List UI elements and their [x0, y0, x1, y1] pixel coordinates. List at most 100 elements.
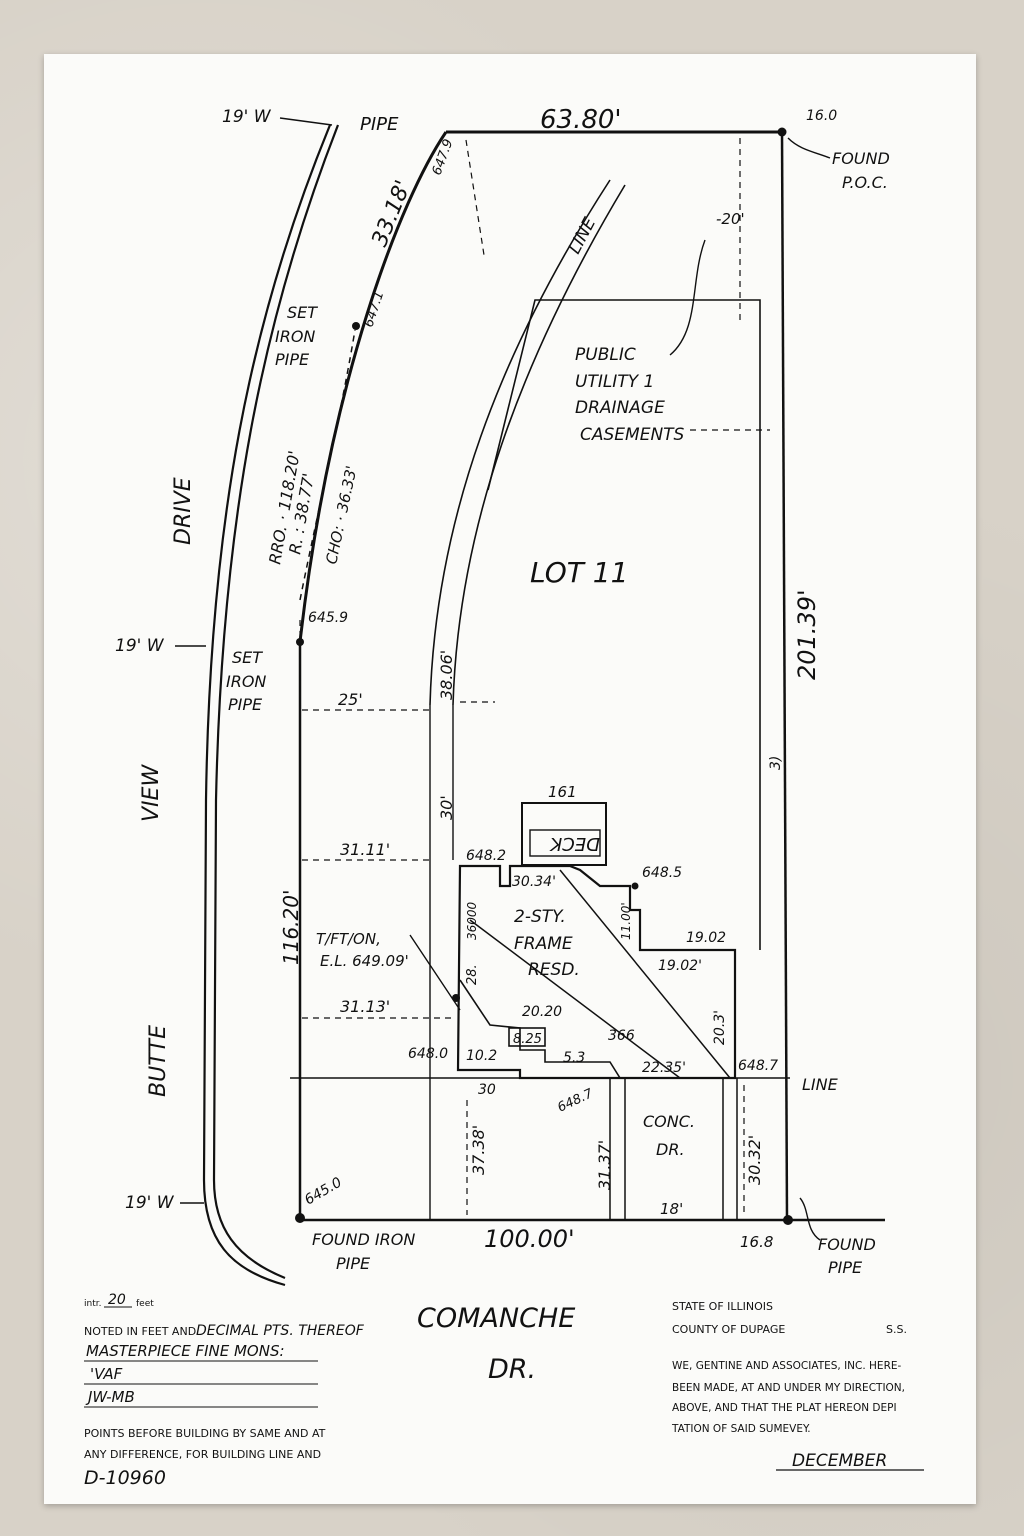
label-dim-3137: 31.37': [595, 1140, 614, 1190]
label-street-1: COMANCHE: [417, 1303, 575, 1334]
label-dim-161: 161: [548, 783, 577, 801]
label-easement-20: -20': [716, 210, 745, 228]
footer-cert-2: BEEN MADE, AT AND UNDER MY DIRECTION,: [672, 1382, 905, 1394]
label-w19-mid: 19' W: [115, 636, 165, 656]
label-elev-6482: 648.2: [466, 848, 506, 864]
point-found-iron: [295, 1213, 305, 1223]
label-dim-28: 28.: [465, 964, 480, 985]
footer-points-1: POINTS BEFORE BUILDING BY SAME AND AT: [84, 1427, 326, 1440]
label-dim-11620: 116.20': [279, 890, 303, 965]
drive-curve-inner: [212, 124, 340, 1280]
point-poc: [777, 127, 787, 137]
label-view: VIEW: [139, 764, 164, 822]
easement-dash-top: [465, 139, 485, 256]
label-dim-53: 5.3: [563, 1050, 585, 1066]
leader-found-poc: [787, 137, 831, 159]
footer-ss: S.S.: [886, 1323, 907, 1336]
label-dim-825: 8.25: [513, 1032, 542, 1047]
label-found-poc-1: FOUND: [832, 149, 890, 168]
label-elev-6487b: 648.7: [555, 1086, 596, 1116]
label-found-pipe-2: PIPE: [828, 1258, 863, 1277]
label-dim-3738: 37.38': [469, 1125, 488, 1175]
label-public-1: PUBLIC: [575, 345, 636, 365]
label-set-1c: PIPE: [275, 350, 310, 369]
setback-curve-inner: [452, 184, 626, 706]
footer-points-2: ANY DIFFERENCE, FOR BUILDING LINE AND: [84, 1448, 321, 1461]
footer-scale-unit: feet: [136, 1299, 154, 1309]
leader-found-pipe: [799, 1197, 821, 1241]
building-envelope: [487, 299, 761, 950]
label-public-4: CASEMENTS: [580, 425, 685, 445]
label-elev-6479: 647.9: [430, 137, 457, 177]
footer-cert-3: ABOVE, AND THAT THE PLAT HEREON DEPI: [672, 1402, 897, 1414]
point-6485: [631, 882, 639, 890]
drive-curve-outer: [202, 124, 332, 1287]
footer-doc-no: D-10960: [84, 1467, 166, 1489]
label-elev-6487a: 648.7: [738, 1058, 778, 1074]
label-dim-3111: 31.11': [340, 840, 390, 859]
label-el-64909: E.L. 649.09': [320, 952, 409, 970]
label-house-3: RESD.: [528, 960, 580, 980]
label-dim-2031: 20.3': [712, 1010, 728, 1045]
label-elev-6480: 648.0: [408, 1046, 448, 1062]
label-dim-366: 366: [608, 1028, 635, 1044]
label-pipe-top: PIPE: [360, 114, 399, 135]
survey-sheet: [44, 54, 976, 1504]
label-lot: LOT 11: [530, 556, 628, 589]
footer-scale-prefix: intr.: [84, 1299, 101, 1309]
leader-public: [669, 239, 706, 356]
footer-noted: NOTED IN FEET AND: [84, 1325, 196, 1338]
label-house-2: FRAME: [514, 934, 573, 954]
label-arc-length: 33.18': [367, 177, 416, 250]
footer-cert-4: TATION OF SAID SUMEVEY.: [671, 1423, 811, 1435]
deck-inner: [529, 829, 601, 857]
label-elev-6471: 647.1: [362, 289, 388, 329]
label-dim-3806: 38.06': [437, 650, 456, 700]
label-set-1b: IRON: [275, 327, 315, 346]
label-elev-160: 16.0: [806, 108, 837, 124]
label-top-length: 63.80': [540, 105, 622, 135]
footer-noted-hand: DECIMAL PTS. THEREOF: [196, 1323, 365, 1339]
point-tft: [452, 994, 460, 1002]
label-bottom-length: 100.00': [484, 1225, 575, 1253]
label-setback-25: 25': [338, 690, 363, 709]
setback-curve-outer: [429, 179, 611, 706]
label-dim-1902a: 19.02: [686, 930, 726, 946]
label-drive: DRIVE: [171, 477, 196, 545]
label-found-iron-2: PIPE: [336, 1254, 371, 1273]
house-diagonal-2: [559, 869, 731, 1079]
label-set-2b: IRON: [226, 672, 266, 691]
label-line-right: LINE: [802, 1075, 839, 1094]
leader-w19-top: [279, 117, 333, 126]
label-set-1a: SET: [287, 303, 318, 322]
label-dim-3k: 3): [768, 756, 784, 770]
label-public-2: UTILITY 1: [575, 372, 654, 392]
point-set-pipe-1: [352, 322, 360, 330]
label-dim-36000: 36000: [465, 901, 479, 940]
label-dim-30: 30': [437, 795, 456, 820]
label-conc: CONC.: [643, 1112, 695, 1131]
label-house-1: 2-STY.: [514, 907, 566, 927]
deck-outline: [521, 802, 607, 866]
label-dim-18: 18': [660, 1200, 683, 1218]
lot-front-arc: [298, 131, 448, 643]
label-dim-1902b: 19.02': [658, 958, 702, 974]
footer-scale-value: 20: [108, 1292, 126, 1308]
label-w19-bot: 19' W: [125, 1193, 175, 1213]
footer-cert-1: WE, GENTINE AND ASSOCIATES, INC. HERE-: [672, 1360, 901, 1372]
house-diagonal-1: [469, 919, 681, 1079]
label-dim-102: 10.2: [466, 1048, 497, 1064]
label-elev-168: 16.8: [740, 1233, 773, 1251]
label-dim-3034: 30.34': [512, 874, 556, 890]
label-elev-6459: 645.9: [308, 610, 348, 626]
label-dim-2235: 22.35': [642, 1060, 686, 1076]
chord-line: [299, 329, 356, 601]
label-dim-30b: 30: [478, 1082, 496, 1098]
label-dim-3032: 30.32': [745, 1135, 764, 1185]
label-butte: BUTTE: [146, 1025, 171, 1097]
footer-line3: JW-MB: [85, 1388, 135, 1406]
label-set-2a: SET: [232, 648, 263, 667]
label-dr: DR.: [656, 1140, 685, 1159]
label-elev-6485: 648.5: [642, 865, 682, 881]
